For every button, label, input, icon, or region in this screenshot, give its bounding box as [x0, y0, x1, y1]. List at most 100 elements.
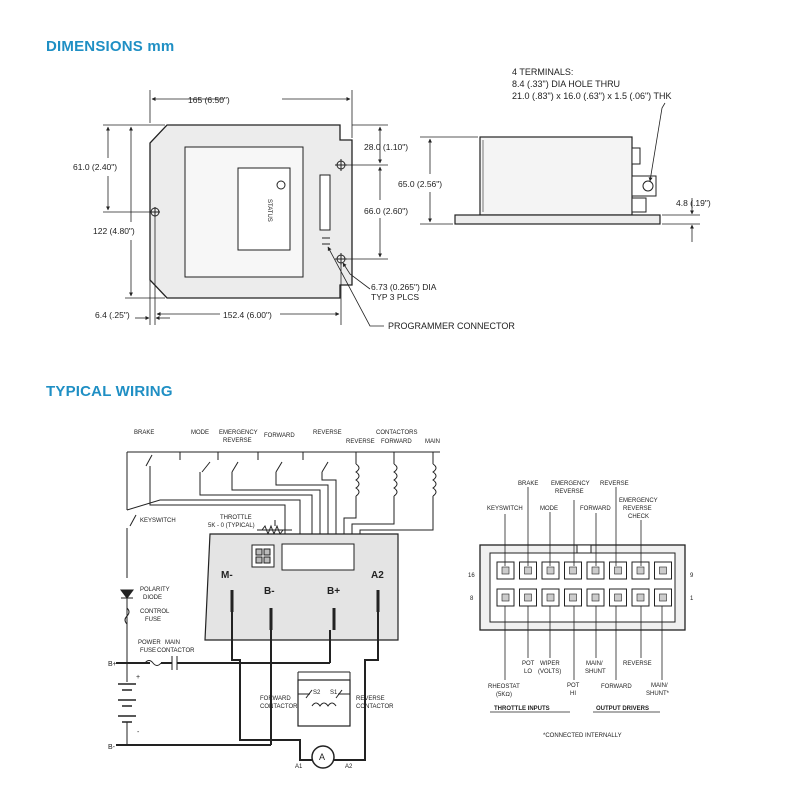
connector-pins: [496, 561, 672, 607]
pin-number-9: 9: [690, 573, 694, 579]
status-led-icon: [276, 180, 286, 190]
label-diode: DIODE: [143, 595, 162, 601]
label-keyswitch: KEYSWITCH: [140, 518, 176, 524]
dim-mount-offset-top: 28.0 (1.10"): [364, 142, 408, 152]
mode-switch: [201, 461, 211, 473]
wiring-schematic: [116, 451, 440, 769]
dim-side-height: 65.0 (2.56"): [398, 179, 442, 189]
pin-label-reverse: REVERSE: [600, 481, 629, 487]
label-power-fuse: FUSE: [140, 648, 156, 654]
label-armature: A: [319, 752, 325, 762]
dim-hole-span: 152.4 (6.00"): [223, 310, 272, 320]
label-a2: A2: [345, 764, 353, 770]
dim-edge-offset: 6.4 (.25"): [95, 310, 130, 320]
pin-label-check-3: CHECK: [628, 514, 649, 520]
connector-pin: [591, 566, 600, 575]
pin-number-16: 16: [468, 573, 475, 579]
label-contactors: CONTACTORS: [376, 430, 417, 436]
throttle-pot-icon: [261, 524, 284, 536]
reverse-coil-icon: [355, 463, 360, 497]
pin-label-keyswitch: KEYSWITCH: [487, 506, 523, 512]
output-drivers-label: OUTPUT DRIVERS: [596, 706, 649, 712]
pin-label-wiper-2: (VOLTS): [538, 669, 561, 675]
label-control-fuse: FUSE: [145, 617, 161, 623]
typical-wiring-heading: TYPICAL WIRING: [46, 383, 173, 400]
power-fuse-icon: [144, 660, 162, 666]
reverse-switch: [321, 461, 329, 473]
terminals-line1: 4 TERMINALS:: [512, 67, 573, 77]
label-brake: BRAKE: [134, 430, 154, 436]
front-view: [149, 124, 353, 299]
label-b-plus: B+: [327, 586, 340, 597]
label-forward: FORWARD: [264, 433, 295, 439]
label-reverse: REVERSE: [313, 430, 342, 436]
side-view: [454, 136, 661, 225]
motor-armature-icon: [311, 745, 335, 769]
connector-pin: [524, 566, 532, 575]
field-winding-icon: [311, 702, 337, 707]
keyswitch-icon: [129, 514, 137, 527]
connector-pin: [501, 566, 510, 575]
connector-pin: [546, 593, 555, 602]
status-label: STATUS: [266, 199, 272, 222]
forward-switch: [275, 461, 283, 473]
programmer-connector: [319, 174, 331, 231]
pin-label-rheostat-1: RHEOSTAT: [488, 684, 520, 690]
pin-label-pot-lo-2: LO: [524, 669, 532, 675]
polarity-diode-icon: [120, 589, 134, 599]
label-main: MAIN: [165, 640, 180, 646]
connector-pin: [569, 593, 577, 602]
pin-label-pot-hi-2: HI: [570, 691, 576, 697]
label-s2: S2: [313, 690, 321, 696]
pin-number-1: 1: [690, 596, 694, 602]
label-minus-sign: -: [137, 729, 140, 736]
connector-pin: [614, 566, 622, 575]
terminals-line3: 21.0 (.83") x 16.0 (.63") x 1.5 (.06") T…: [512, 91, 672, 101]
programmer-port: [251, 544, 275, 568]
label-main-contactor: CONTACTOR: [157, 648, 195, 654]
programmer-connector-label: PROGRAMMER CONNECTOR: [388, 321, 515, 331]
label-polarity: POLARITY: [140, 587, 170, 593]
pin-label-main-shunt-2: SHUNT: [585, 669, 606, 675]
dim-height-overall: 122 (4.80"): [93, 226, 135, 236]
label-rev-contactor-1: REVERSE: [356, 696, 385, 702]
footnote-label: *CONNECTED INTERNALLY: [543, 733, 622, 739]
label-throttle-2: 5K - 0 (TYPICAL): [208, 523, 255, 529]
label-emergency-1: EMERGENCY: [219, 430, 258, 436]
connector-pin: [569, 566, 577, 575]
label-battery-plus: B+: [108, 661, 117, 668]
pin-label-emergency-1: EMERGENCY: [551, 481, 590, 487]
label-rev-contactor-2: CONTACTOR: [356, 704, 394, 710]
pin-label-wiper-1: WIPER: [540, 661, 560, 667]
label-battery-minus: B-: [108, 744, 116, 751]
forward-coil-icon: [393, 463, 398, 497]
connector-pin: [614, 593, 622, 602]
connector-pinout: [479, 544, 686, 631]
pin-label-emergency-2: REVERSE: [555, 489, 584, 495]
control-fuse-icon: [124, 607, 130, 625]
label-b-minus: B-: [264, 586, 275, 597]
connector-pin: [659, 593, 667, 602]
dim-hole-count: TYP 3 PLCS: [371, 292, 419, 302]
label-a2-terminal: A2: [371, 570, 384, 581]
pin-label-forward-out: FORWARD: [601, 684, 632, 690]
connector-pin: [636, 566, 645, 575]
label-fwd-contactor-1: FORWARD: [260, 696, 291, 702]
label-contactor-forward: FORWARD: [381, 439, 412, 445]
dimensions-heading: DIMENSIONS mm: [46, 38, 175, 55]
battery-icon: [118, 683, 136, 723]
status-window: [237, 167, 291, 251]
label-mode: MODE: [191, 430, 209, 436]
pin-label-main-shunt-1: MAIN/: [586, 661, 603, 667]
connector-pin: [546, 566, 555, 575]
dim-hole-size: 6.73 (0.265") DIA: [371, 282, 437, 292]
label-contactor-main: MAIN: [425, 439, 440, 445]
terminals-line2: 8.4 (.33") DIA HOLE THRU: [512, 79, 620, 89]
pin-label-main-shunt2-2: SHUNT*: [646, 691, 670, 697]
connector-pin: [659, 566, 667, 575]
pin-label-pot-hi-1: POT: [567, 683, 580, 689]
pin-label-check-1: EMERGENCY: [619, 498, 658, 504]
pin-label-brake: BRAKE: [518, 481, 538, 487]
dim-height-half: 61.0 (2.40"): [73, 162, 117, 172]
